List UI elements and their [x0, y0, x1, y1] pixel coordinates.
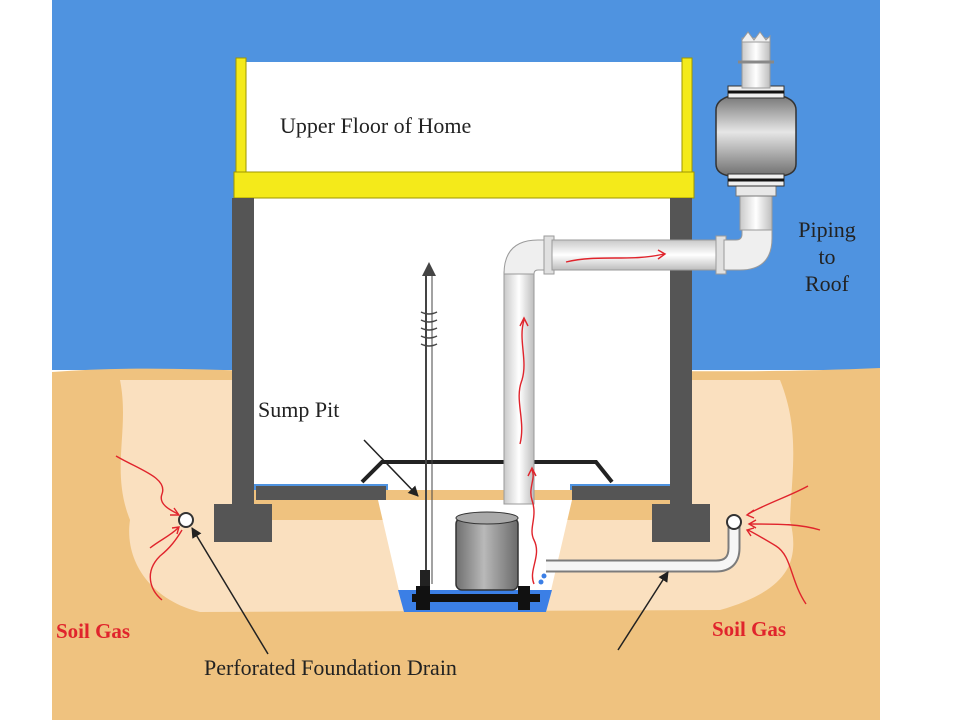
water-drip-1	[541, 573, 547, 579]
wall-right	[670, 198, 692, 504]
upper-floor-label: Upper Floor of Home	[280, 113, 472, 138]
radon-fan-icon	[715, 95, 797, 177]
slab-right	[572, 486, 670, 500]
pointer-drain-left	[191, 527, 269, 655]
drain-opening-left	[178, 512, 194, 528]
piping-label-line2: to	[818, 244, 836, 270]
sump-pump-top	[455, 511, 519, 525]
piping-label-line1: Piping	[798, 217, 856, 242]
sump-pit-label: Sump Pit	[258, 397, 340, 422]
foundation-drain-label: Perforated Foundation Drain	[204, 655, 457, 680]
floor-joist	[233, 171, 695, 199]
soil-gas-right-label: Soil Gas	[712, 617, 787, 641]
vent-riser-band	[735, 185, 777, 197]
soil-gas-left-label: Soil Gas	[56, 619, 131, 643]
slab-left	[256, 486, 386, 500]
wall-left	[232, 198, 254, 504]
footing-left	[214, 504, 272, 542]
pump-foot-left	[416, 586, 430, 610]
floor-post-right	[681, 57, 693, 177]
vent-pipe-vertical	[503, 271, 535, 505]
water-drip-2	[538, 579, 544, 585]
pump-base	[412, 594, 540, 602]
backfill	[120, 380, 794, 612]
float-switch	[420, 570, 430, 592]
soil-gas-flow-arrows	[115, 249, 821, 605]
drain-pipe-fill	[546, 524, 739, 571]
footing-right	[652, 504, 710, 542]
piping-label-line3: Roof	[805, 271, 849, 297]
piping-to-roof-label: Piping to Roof	[784, 217, 870, 297]
vent-pipe-cut-top	[741, 31, 771, 43]
pump-foot-right	[518, 586, 530, 610]
vent-pipe-horizontal	[551, 239, 723, 271]
pointer-sump-pit	[363, 439, 419, 497]
drain-opening-right	[726, 514, 742, 530]
floor-post-left	[235, 57, 247, 177]
discharge-coil	[420, 311, 438, 347]
pointer-drain-right	[617, 571, 669, 651]
discharge-arrow	[422, 262, 436, 276]
upper-floor	[246, 62, 682, 174]
vent-riser	[739, 195, 773, 231]
sump-lid	[360, 460, 614, 484]
sump-pump	[455, 517, 519, 591]
